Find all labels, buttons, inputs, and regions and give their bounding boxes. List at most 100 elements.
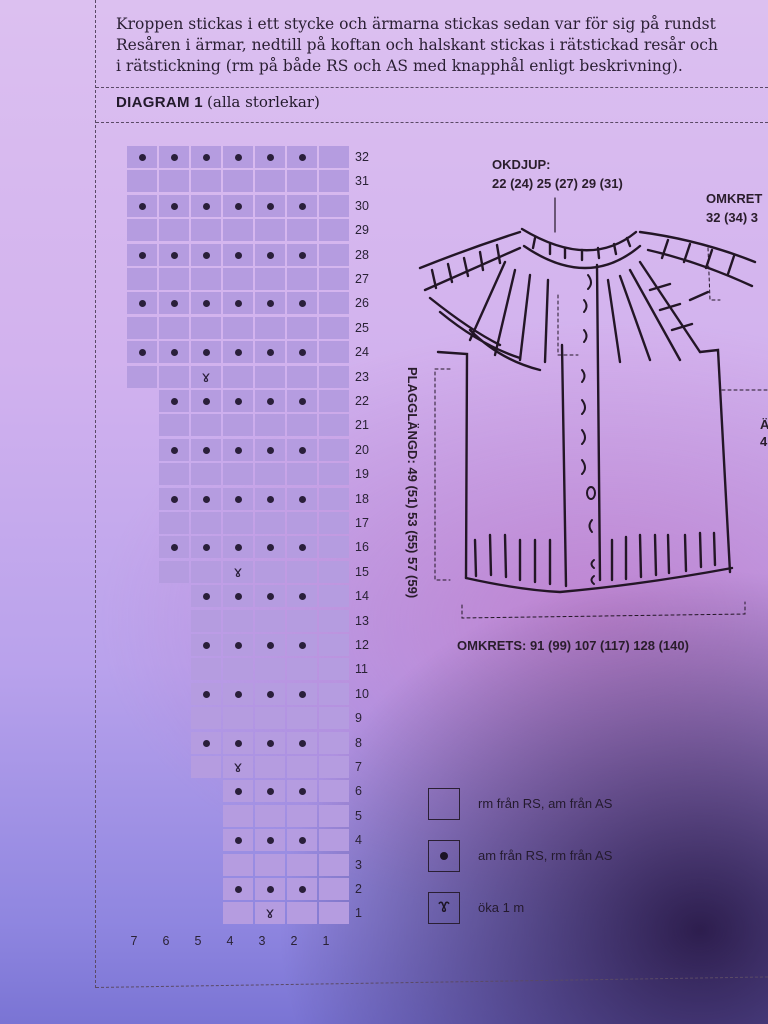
purl-dot-icon [299,251,306,259]
chart-cell [287,853,317,876]
chart-cell [255,341,285,364]
chart-cell [127,268,157,290]
chart-cell [159,170,189,193]
chart-cell [223,219,253,242]
chart-cell [319,341,349,364]
chart-cell [255,194,285,217]
purl-dot-icon [267,739,274,747]
chart-cell [255,609,285,632]
chart-cell [159,512,189,534]
chart-cell [159,243,189,266]
row-label: 9 [355,711,362,726]
chart-cell [255,853,285,876]
chart-cell [287,170,317,193]
chart-cell [159,146,189,168]
chart-cell [255,560,285,583]
chart-cell [255,365,285,388]
chart-cell [223,390,253,412]
chart-cell [319,414,349,437]
chart-cell [287,536,317,559]
chart-cell [223,902,253,925]
row-label: 19 [355,467,369,482]
chart-cell [255,487,285,510]
intro-line: i rätstickning (rm på både RS och AS med… [116,57,683,75]
chart-cell [223,341,253,364]
row-label: 13 [355,613,369,628]
chart-cell [223,585,253,608]
row-label: 8 [355,735,362,750]
chart-cell [287,512,317,534]
row-label: 1 [355,906,362,921]
chart-cell [223,536,253,559]
chart-cell [159,560,189,583]
purl-dot-icon [235,593,242,601]
purl-dot-icon [203,349,210,357]
row-label: 28 [355,247,369,262]
chart-cell [255,707,285,730]
purl-dot-icon [203,202,210,210]
chart-cell [127,219,157,242]
purl-dot-icon [235,251,242,259]
row-label: 27 [355,272,369,286]
chart-cell [287,365,317,388]
purl-dot-icon [267,837,274,845]
column-label: 7 [130,934,138,948]
purl-dot-icon [299,788,306,796]
chart-cell [287,463,317,486]
increase-icon: ɤ [233,758,243,776]
chart-cell [223,829,253,852]
sleeve-label: Ä [760,417,768,432]
chart-cell [287,707,317,730]
purl-dot-icon [267,154,274,161]
purl-dot-icon [171,495,178,503]
row-label: 10 [355,686,369,701]
dot-icon [428,840,460,872]
chart-cell [319,438,349,461]
column-label: 1 [322,934,330,948]
chart-cell [319,902,349,925]
chart-cell [223,634,253,656]
chart-cell [191,609,221,632]
chart-cell [255,658,285,681]
chart-cell [223,487,253,510]
purl-dot-icon [203,251,210,259]
chart-cell [159,341,189,364]
chart-cell [255,780,285,803]
chart-cell [287,487,317,510]
purl-dot-icon [203,154,210,161]
column-label: 4 [226,934,234,948]
omkrets-bottom-label: OMKRETS: 91 (99) 107 (117) 128 (140) [457,638,689,653]
chart-cell [159,219,189,242]
chart-cell [287,780,317,803]
chart-cell [287,658,317,681]
increase-glyph: ɤ [438,896,450,917]
purl-dot-icon [235,690,242,698]
purl-dot-icon [171,349,178,357]
chart-cell [255,536,285,559]
chart-cell [159,316,189,339]
row-label: 25 [355,320,369,335]
chart-cell [191,268,221,290]
chart-cell [255,170,285,193]
chart-cell [159,463,189,486]
chart-cell [223,878,253,900]
chart-cell [223,804,253,827]
chart-cell [287,560,317,583]
chart-cell [287,292,317,315]
purl-dot-icon [235,349,242,357]
chart-cell [255,512,285,534]
increase-icon: ɤ [428,892,460,924]
chart-cell [319,878,349,900]
chart-cell: ɤ [223,560,253,583]
chart-cell [319,390,349,412]
column-label: 5 [194,934,202,948]
chart-cell [191,560,221,583]
purl-dot-icon [171,202,178,210]
purl-dot-icon [299,300,306,308]
divider [96,122,768,123]
purl-dot-icon [235,300,242,308]
chart-cell [191,682,221,705]
chart-cell [191,487,221,510]
chart-cell [191,341,221,364]
